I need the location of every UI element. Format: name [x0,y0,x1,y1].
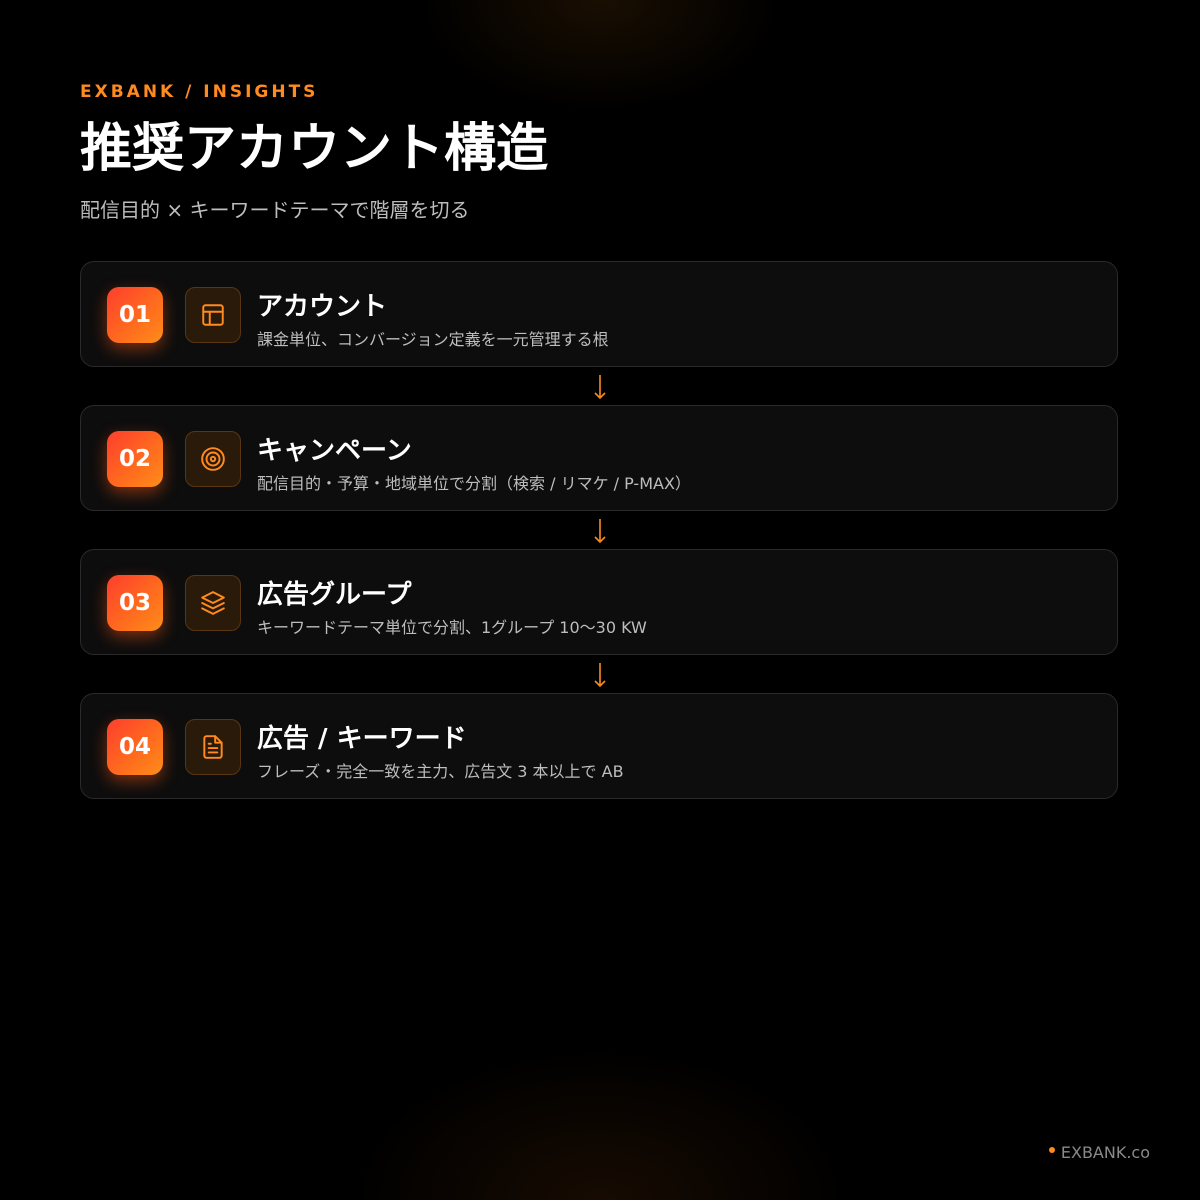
step-description: 配信目的・予算・地域単位で分割（検索 / リマケ / P-MAX） [257,474,691,493]
down-arrow-icon [594,519,606,544]
step-description: フレーズ・完全一致を主力、広告文 3 本以上で AB [257,762,624,781]
step-number-badge: 02 [107,431,163,487]
step-icon-box [185,575,241,631]
page-title: 推奨アカウント構造 [80,119,549,179]
step-number-badge: 01 [107,287,163,343]
step-number-badge: 04 [107,719,163,775]
layers-icon [201,591,225,615]
step-description: キーワードテーマ単位で分割、1グループ 10〜30 KW [257,618,647,637]
step-card-ad-group: 03 広告グループ キーワードテーマ単位で分割、1グループ 10〜30 KW [80,549,1118,655]
down-arrow-icon [594,375,606,400]
dot-icon [1048,1146,1055,1153]
footer-brand: EXBANK.co [1048,1143,1150,1162]
step-icon-box [185,719,241,775]
step-number-badge: 03 [107,575,163,631]
target-icon [201,447,225,471]
step-icon-box [185,431,241,487]
step-title: アカウント [257,292,388,322]
footer-brand-label: EXBANK.co [1060,1143,1150,1162]
step-icon-box [185,287,241,343]
step-card-campaign: 02 キャンペーン 配信目的・予算・地域単位で分割（検索 / リマケ / P-M… [80,405,1118,511]
step-description: 課金単位、コンバージョン定義を一元管理する根 [257,330,609,349]
step-card-ad-keyword: 04 広告 / キーワード フレーズ・完全一致を主力、広告文 3 本以上で AB [80,693,1118,799]
down-arrow-icon [594,663,606,688]
eyebrow-label: EXBANK / INSIGHTS [80,82,319,102]
layout-icon [202,304,224,326]
step-title: 広告 / キーワード [257,724,467,754]
step-title: キャンペーン [257,436,412,466]
document-icon [203,735,223,759]
page-subtitle: 配信目的 × キーワードテーマで階層を切る [80,198,470,222]
step-title: 広告グループ [257,580,412,610]
step-card-account: 01 アカウント 課金単位、コンバージョン定義を一元管理する根 [80,261,1118,367]
